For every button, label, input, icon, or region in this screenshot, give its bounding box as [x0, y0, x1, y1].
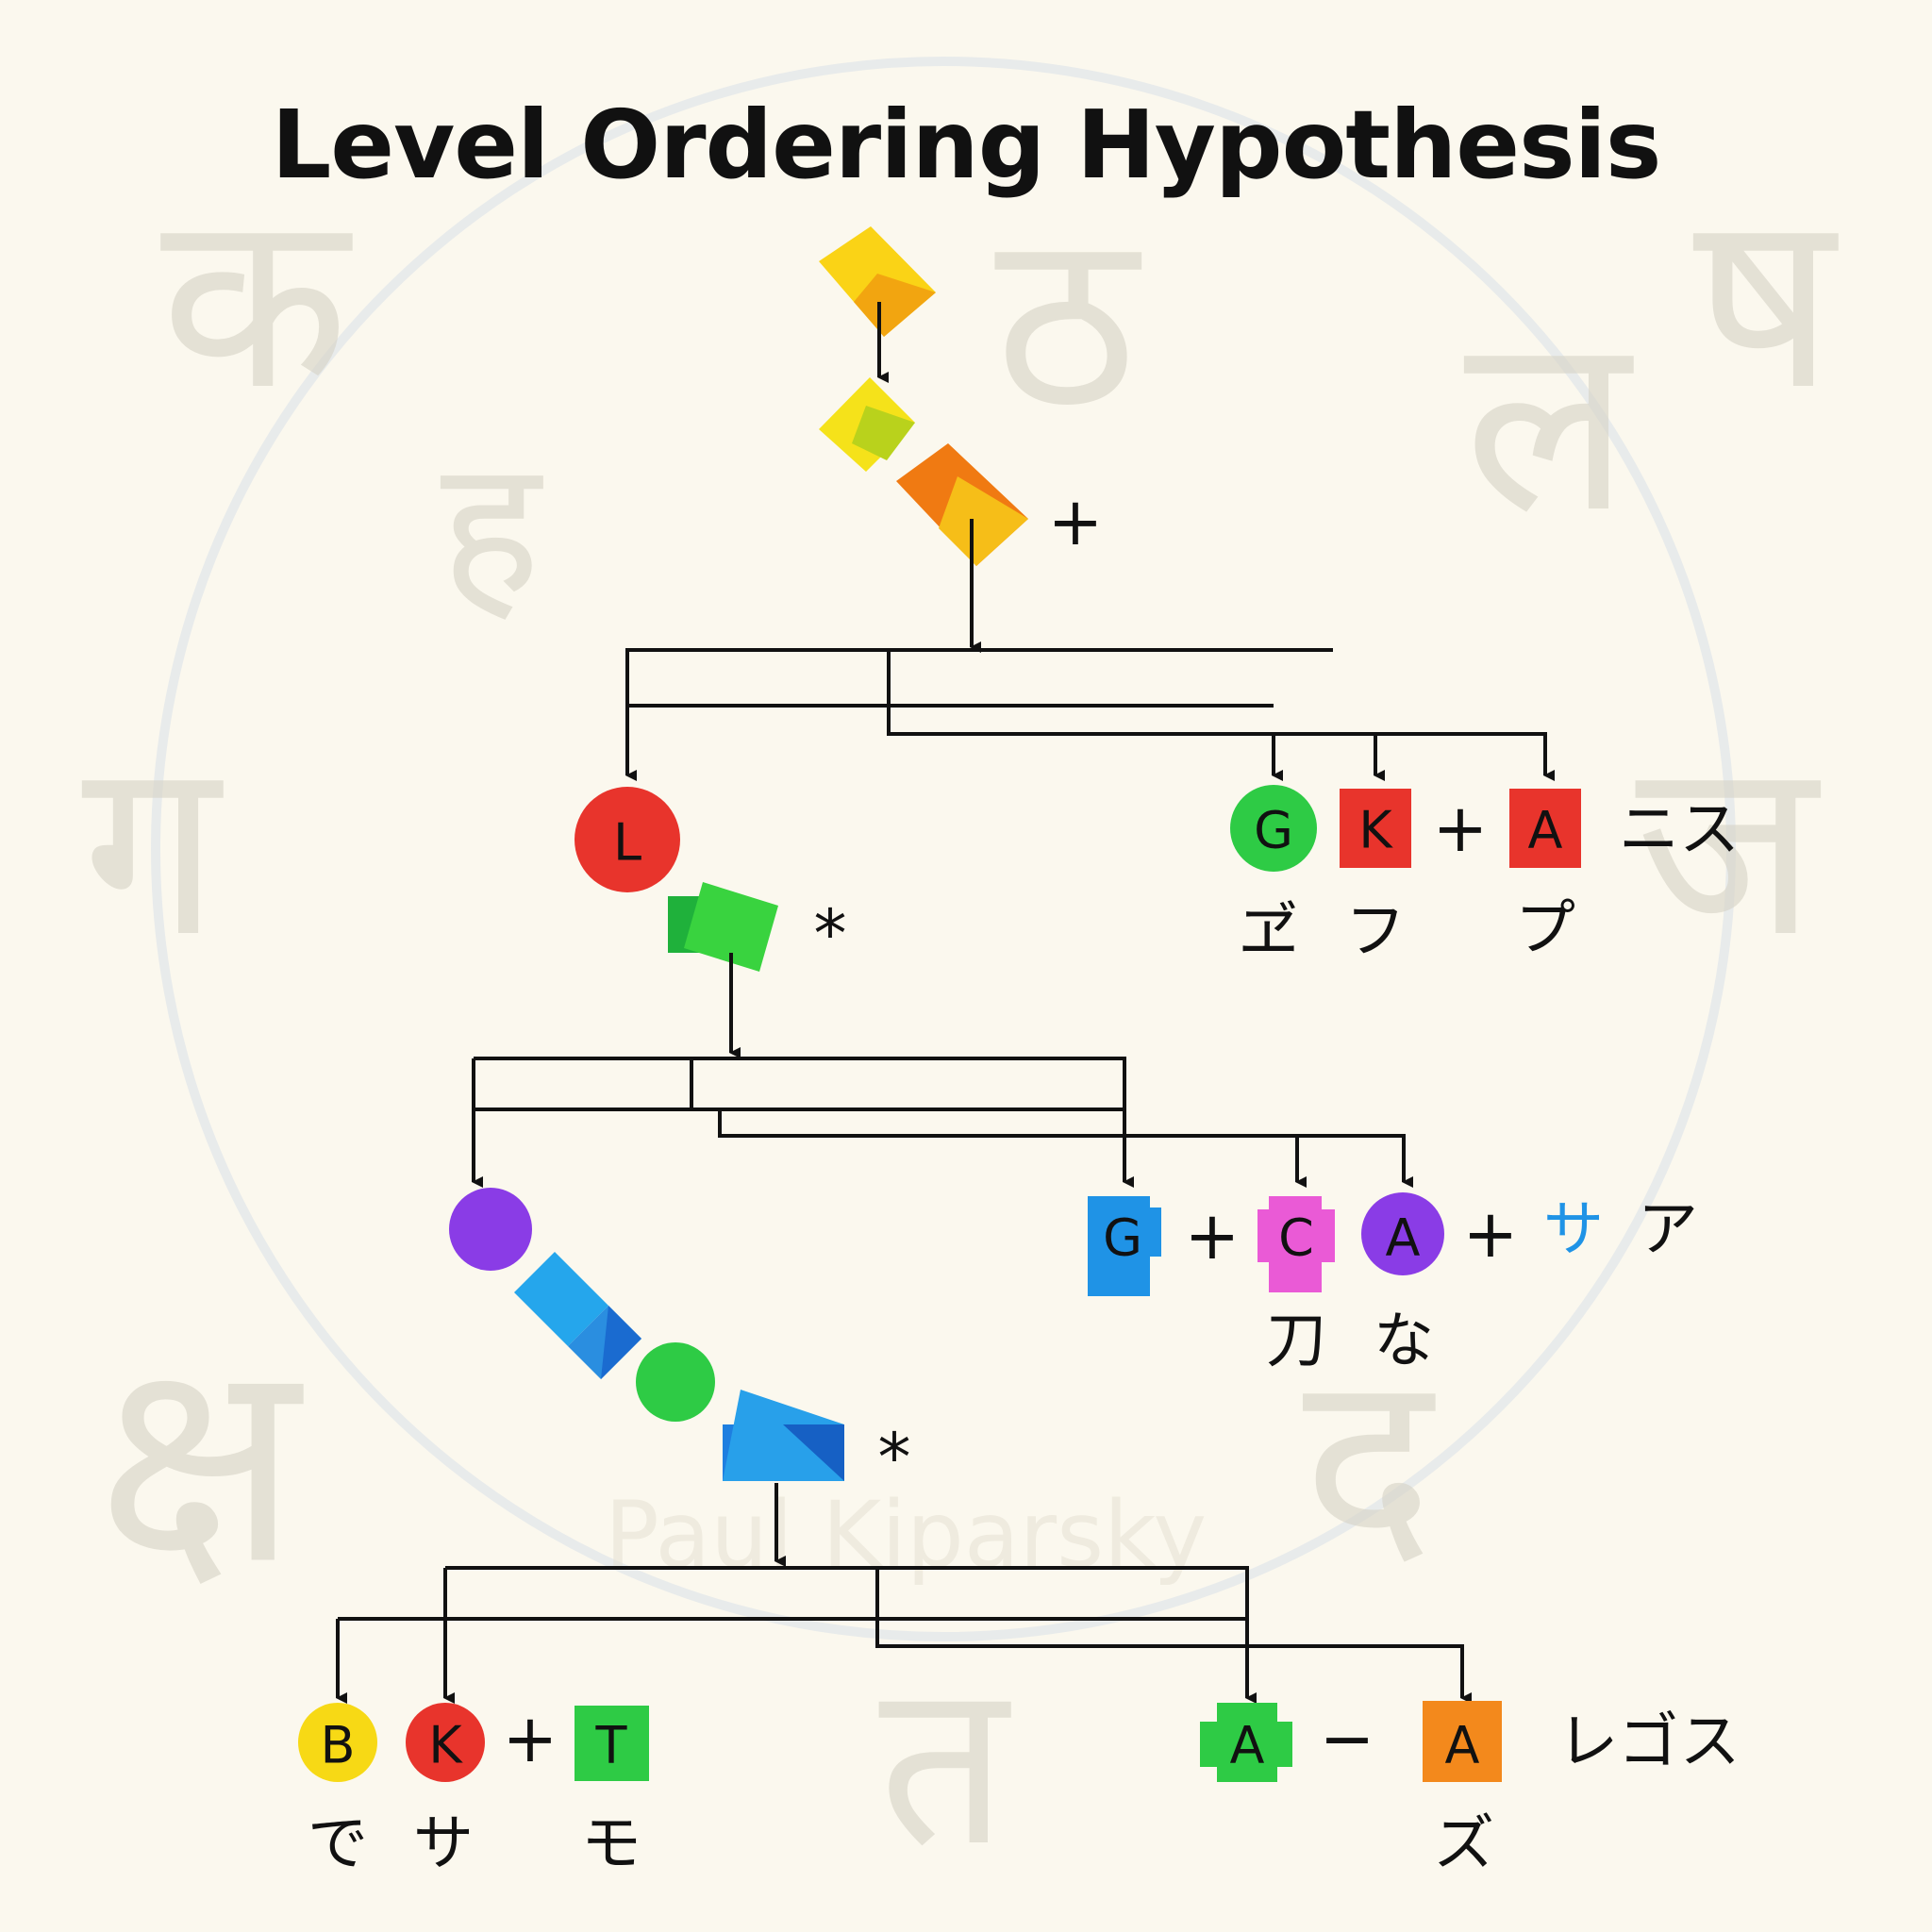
- watermark: Paul Kiparsky: [605, 1482, 1207, 1588]
- plus-operator: +: [1048, 483, 1104, 560]
- bg-glyph-1: क: [160, 159, 356, 444]
- orange-block-shade: [939, 476, 1028, 566]
- bg-glyph-7: ज: [1636, 707, 1824, 991]
- bg-glyph-5: ष: [1693, 159, 1839, 444]
- star-operator: *: [814, 895, 847, 973]
- plus-operator: +: [1433, 790, 1489, 867]
- kana-t: モ: [581, 1809, 641, 1879]
- kana-a: プ: [1515, 894, 1575, 964]
- star-operator: *: [878, 1419, 911, 1496]
- a-label: A: [1528, 801, 1563, 860]
- bg-glyph-2: ह: [441, 419, 543, 639]
- c-cross: [1257, 1196, 1335, 1292]
- level2-bracket: [472, 1057, 1406, 1174]
- t-label: T: [595, 1716, 628, 1775]
- a2-label: A: [1445, 1716, 1480, 1775]
- purple-circle: [449, 1188, 532, 1271]
- level3-bracket: [336, 1566, 1464, 1674]
- bg-glyph-3: ठ: [994, 178, 1143, 463]
- k-label: K: [1358, 801, 1393, 860]
- kana-a: ズ: [1434, 1809, 1494, 1879]
- k-circle: [406, 1703, 485, 1782]
- g-label: G: [1103, 1208, 1142, 1268]
- bg-glyph-10: त: [879, 1632, 1012, 1896]
- svg-text:L: L: [613, 813, 641, 873]
- bg-glyph-8: क्ष: [96, 1298, 304, 1627]
- g-label: G: [1254, 801, 1293, 860]
- blue-diamond-1: [514, 1252, 608, 1346]
- k-square: [1340, 789, 1411, 868]
- t-square: [575, 1706, 649, 1781]
- background-circle: [151, 57, 1736, 1641]
- green-block-group: *: [668, 882, 847, 1058]
- bg-glyph-6: ग: [82, 707, 224, 991]
- b-label: B: [320, 1716, 355, 1775]
- bg-glyph-4: ल: [1464, 282, 1637, 567]
- green-circle: [636, 1342, 715, 1422]
- page-title: Level Ordering Hypothesis: [271, 90, 1662, 200]
- kana-a: な: [1374, 1307, 1434, 1376]
- a-label: A: [1386, 1208, 1421, 1268]
- level2-suffix-mark: サ: [1543, 1195, 1604, 1265]
- level1-left-node: L: [575, 787, 680, 892]
- g-cross: [1088, 1196, 1161, 1296]
- b-circle: [298, 1703, 377, 1782]
- yellow-block-1-shade: [854, 274, 936, 337]
- kana-g: ヹ: [1239, 897, 1299, 967]
- c-label: C: [1278, 1208, 1314, 1268]
- minus-operator: −: [1320, 1700, 1375, 1777]
- a-square: [1423, 1701, 1502, 1782]
- k-label: K: [428, 1716, 463, 1775]
- plus-operator: +: [503, 1700, 558, 1777]
- a-square: [1509, 789, 1581, 868]
- level3-suffix: レゴス: [1557, 1707, 1740, 1777]
- kana-c: 刀: [1266, 1307, 1326, 1376]
- kana-k: サ: [413, 1809, 474, 1879]
- a-cross: [1200, 1703, 1292, 1782]
- level3-left-group: B K + T で サ モ: [298, 1700, 649, 1879]
- level2-right-group: G + C A + サ ア 刀 な: [1088, 1192, 1698, 1376]
- level3-right-group: A − A レゴス ズ: [1200, 1700, 1740, 1879]
- level2-suffix: ア: [1638, 1195, 1698, 1265]
- kana-k: フ: [1345, 897, 1406, 967]
- bg-glyph-9: द: [1303, 1320, 1437, 1605]
- level1-right-group: G K + A ニス ヹ フ プ: [1230, 785, 1740, 967]
- level1-bracket: [625, 648, 1547, 768]
- kana-b: で: [308, 1809, 368, 1879]
- level2-left-chain: *: [449, 1188, 911, 1567]
- top-block-chain: +: [819, 226, 1104, 653]
- level1-suffix: ニス: [1619, 795, 1740, 865]
- plus-operator: +: [1463, 1195, 1519, 1273]
- blue-wedge-light: [723, 1390, 844, 1481]
- a-circle: [1361, 1192, 1444, 1275]
- blue-diamond-2-shade: [601, 1306, 641, 1379]
- blue-wedge-shade: [783, 1424, 844, 1481]
- g-circle: [1230, 785, 1317, 872]
- yellow-block-2-shade: [852, 406, 915, 460]
- a-label: A: [1230, 1716, 1265, 1775]
- plus-operator: +: [1185, 1197, 1241, 1274]
